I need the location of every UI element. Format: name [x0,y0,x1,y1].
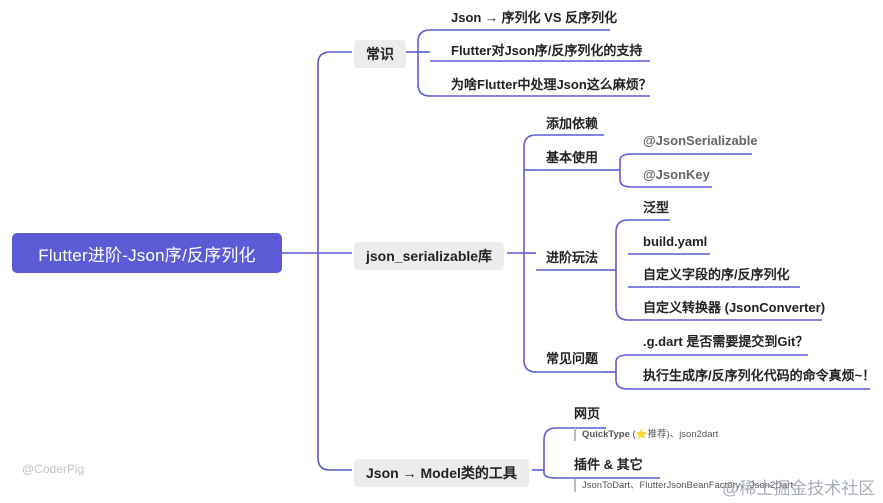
leaf-serialization-vs[interactable]: Json → 序列化 VS 反序列化 [451,10,618,25]
root-node[interactable]: Flutter进阶-Json序/反序列化 [12,233,282,273]
leaf-json-serializable-annotation[interactable]: @JsonSerializable [643,133,758,148]
watermark-left: @CoderPig [22,462,85,476]
note-open: ( [629,429,636,440]
note-plugins: JsonToDart、FlutterJsonBeanFactory、Json2D… [582,480,794,491]
star-icon: ⭐ [635,429,648,440]
branch-tools[interactable]: Json → Model类的工具 [354,459,529,487]
leaf-flutter-support[interactable]: Flutter对Json序/反序列化的支持 [451,43,643,58]
leaf-generics[interactable]: 泛型 [643,200,670,215]
leaf-basic-usage[interactable]: 基本使用 [546,150,599,165]
leaf-plugins[interactable]: 插件 & 其它 [574,457,643,472]
leaf-web[interactable]: 网页 [574,406,601,421]
leaf-custom-converter[interactable]: 自定义转换器 (JsonConverter) [643,300,826,315]
leaf-advanced-play[interactable]: 进阶玩法 [546,250,599,265]
leaf-json-key-annotation[interactable]: @JsonKey [643,167,710,182]
leaf-build-yaml[interactable]: build.yaml [643,234,708,249]
branch-json-serializable[interactable]: json_serializable库 [354,242,505,270]
note-web-tools: QuickType (⭐推荐)、json2dart [582,429,718,441]
leaf-why-troublesome[interactable]: 为啥Flutter中处理Json这么麻烦？ [451,77,652,92]
leaf-command-annoying[interactable]: 执行生成序/反序列化代码的命令真烦~！ [643,368,876,383]
watermark-right: @稀土掘金技术社区 [722,479,876,498]
leaf-faq[interactable]: 常见问题 [546,351,599,366]
leaf-g-dart-git[interactable]: .g.dart 是否需要提交到Git？ [643,334,809,349]
note-rest: 推荐)、json2dart [647,429,719,440]
leaf-custom-field[interactable]: 自定义字段的序/反序列化 [643,267,790,282]
leaf-add-dependency[interactable]: 添加依赖 [546,116,599,131]
note-quicktype: QuickType [582,429,630,440]
branch-changshi[interactable]: 常识 [354,40,406,68]
